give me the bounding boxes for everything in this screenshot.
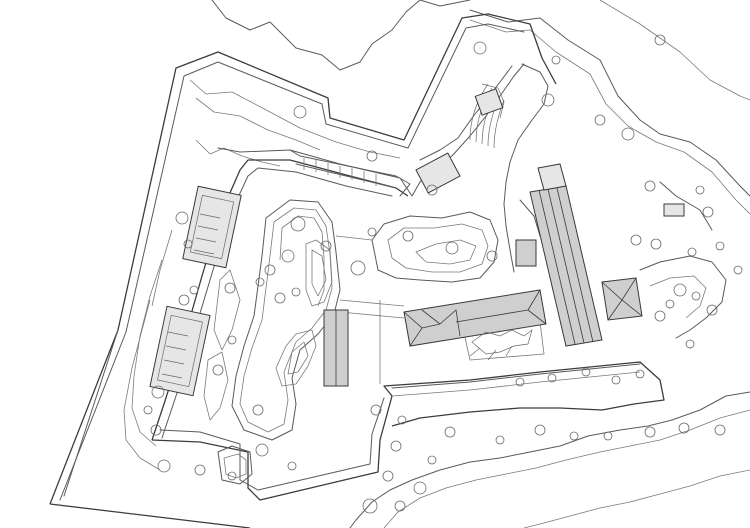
tree-symbol <box>733 265 743 275</box>
tree-symbol <box>350 260 366 276</box>
tree-symbol <box>473 41 487 55</box>
tree-symbol <box>635 369 645 379</box>
tree-symbol <box>594 114 606 126</box>
tree-symbol <box>402 230 414 242</box>
tree-symbol <box>212 364 224 376</box>
tree-symbol <box>150 424 162 436</box>
tree-symbol <box>252 404 264 416</box>
tree-symbol <box>183 239 193 249</box>
east-buildings <box>515 239 643 321</box>
tree-symbol <box>394 500 406 512</box>
tree-symbol <box>224 282 236 294</box>
east-serpentine-path <box>639 181 727 339</box>
tree-symbol <box>367 227 377 237</box>
tree-symbol <box>673 283 687 297</box>
terrain-coastline-bottom <box>349 391 750 528</box>
tree-symbol <box>370 404 382 416</box>
tree-symbol <box>603 431 613 441</box>
tree-symbol <box>644 426 656 438</box>
contour-lines-west <box>123 79 401 471</box>
tree-symbol <box>151 385 165 399</box>
tree-symbol <box>264 264 276 276</box>
tree-symbol <box>654 310 666 322</box>
tree-symbol <box>157 459 171 473</box>
tree-symbol <box>293 105 307 119</box>
tree-symbol <box>630 234 642 246</box>
tree-symbol <box>255 443 269 457</box>
tree-symbol <box>320 240 332 252</box>
trees <box>143 34 743 514</box>
tree-symbol <box>390 440 402 452</box>
tree-symbol <box>175 211 189 225</box>
tree-symbol <box>706 304 718 316</box>
tree-symbol <box>654 34 666 46</box>
northeast-terraces <box>469 83 505 149</box>
tree-symbol <box>650 238 662 250</box>
tree-symbol <box>644 180 656 192</box>
tree-symbol <box>189 285 199 295</box>
tree-symbol <box>551 55 561 65</box>
tree-symbol <box>621 127 635 141</box>
tree-symbol <box>413 481 427 495</box>
tree-symbol <box>227 471 237 481</box>
tree-symbol <box>541 93 555 107</box>
tree-symbol <box>362 498 378 514</box>
tree-symbol <box>581 367 591 377</box>
tree-symbol <box>366 150 378 162</box>
tree-symbol <box>611 375 621 385</box>
central-barrack <box>403 289 547 347</box>
outer-fortification-wall <box>49 13 557 528</box>
tree-symbol <box>194 464 206 476</box>
tree-symbol <box>143 405 153 415</box>
tree-symbol <box>702 206 714 218</box>
tree-symbol <box>274 292 286 304</box>
tree-symbol <box>427 455 437 465</box>
tree-symbol <box>382 470 394 482</box>
tree-symbol <box>547 373 557 383</box>
tree-symbol <box>426 184 438 196</box>
tree-symbol <box>495 435 505 445</box>
courtyard-sculpture <box>469 329 533 361</box>
tree-symbol <box>515 377 525 387</box>
tree-symbol <box>444 426 456 438</box>
tree-symbol <box>445 241 459 255</box>
south-rampart <box>391 363 641 397</box>
tree-symbol <box>691 291 701 301</box>
tree-symbol <box>569 431 579 441</box>
west-bastion-gardens <box>149 185 242 397</box>
interior-contours <box>203 199 499 441</box>
tree-symbol <box>695 185 705 195</box>
tree-symbol <box>287 461 297 471</box>
southwest-bastion <box>217 445 253 485</box>
tree-symbol <box>714 424 726 436</box>
tree-symbol <box>687 247 697 257</box>
tree-symbol <box>486 250 498 262</box>
east-long-hall <box>529 163 603 347</box>
tree-symbol <box>715 241 725 251</box>
west-hall <box>323 309 349 387</box>
tree-symbol <box>685 339 695 349</box>
tree-symbol <box>534 424 546 436</box>
tree-symbol <box>281 249 295 263</box>
tree-symbol <box>678 422 690 434</box>
tree-symbol <box>290 216 306 232</box>
tree-symbol <box>178 294 190 306</box>
tree-symbol <box>291 287 301 297</box>
tree-symbol <box>255 277 265 287</box>
tree-symbol <box>665 299 675 309</box>
tree-symbol <box>227 335 237 345</box>
terrain-coastline-top <box>211 0 750 215</box>
north-barracks <box>289 149 461 197</box>
tree-symbol <box>397 415 407 425</box>
